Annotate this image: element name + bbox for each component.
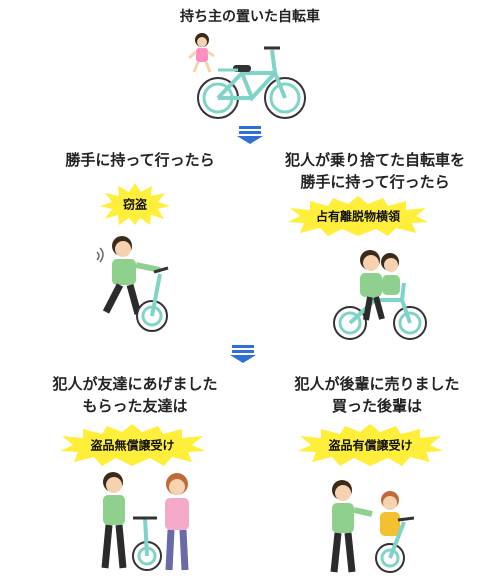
parked-bicycle-illustration <box>180 28 320 123</box>
theft-badge: 窃盗 <box>100 183 170 225</box>
embezzlement-lost-property-badge: 占有離脱物横領 <box>288 196 428 236</box>
right-branch-caption-line1: 犯人が乗り捨てた自転車を <box>284 151 465 169</box>
selling-bicycle-illustration <box>320 478 440 576</box>
boy-taking-bicycle-illustration <box>92 232 187 337</box>
down-arrow-icon <box>237 126 263 144</box>
bottom-left-caption-line2: もらった友達は <box>82 397 188 415</box>
left-branch-caption: 勝手に持って行ったら <box>65 151 215 169</box>
bottom-right-caption: 犯人が後輩に売りました 買った後輩は <box>262 373 492 417</box>
down-arrow-icon <box>230 345 256 363</box>
bottom-right-caption-line1: 犯人が後輩に売りました <box>294 375 460 393</box>
stolen-goods-free-receipt-badge: 盗品無償譲受け <box>60 424 205 466</box>
stolen-goods-paid-receipt-badge: 盗品有償譲受け <box>298 424 443 466</box>
top-title: 持ち主の置いた自転車 <box>180 9 320 25</box>
bicycle <box>197 46 306 119</box>
riding-abandoned-bicycle-illustration <box>330 245 430 345</box>
giving-bicycle-illustration <box>85 468 205 576</box>
theft-badge-text: 窃盗 <box>122 197 147 212</box>
bottom-left-caption: 犯人が友達にあげました もらった友達は <box>20 373 250 417</box>
embezzlement-badge-text: 占有離脱物横領 <box>315 209 400 224</box>
bottom-left-caption-line1: 犯人が友達にあげました <box>52 375 218 393</box>
bottom-right-caption-line2: 買った後輩は <box>331 397 422 415</box>
paid-receipt-badge-text: 盗品有償譲受け <box>328 438 413 453</box>
free-receipt-badge-text: 盗品無償譲受け <box>90 438 175 453</box>
right-branch-caption: 犯人が乗り捨てた自転車を 勝手に持って行ったら <box>260 149 490 193</box>
girl-figure <box>188 33 215 73</box>
right-branch-caption-line2: 勝手に持って行ったら <box>300 173 450 191</box>
